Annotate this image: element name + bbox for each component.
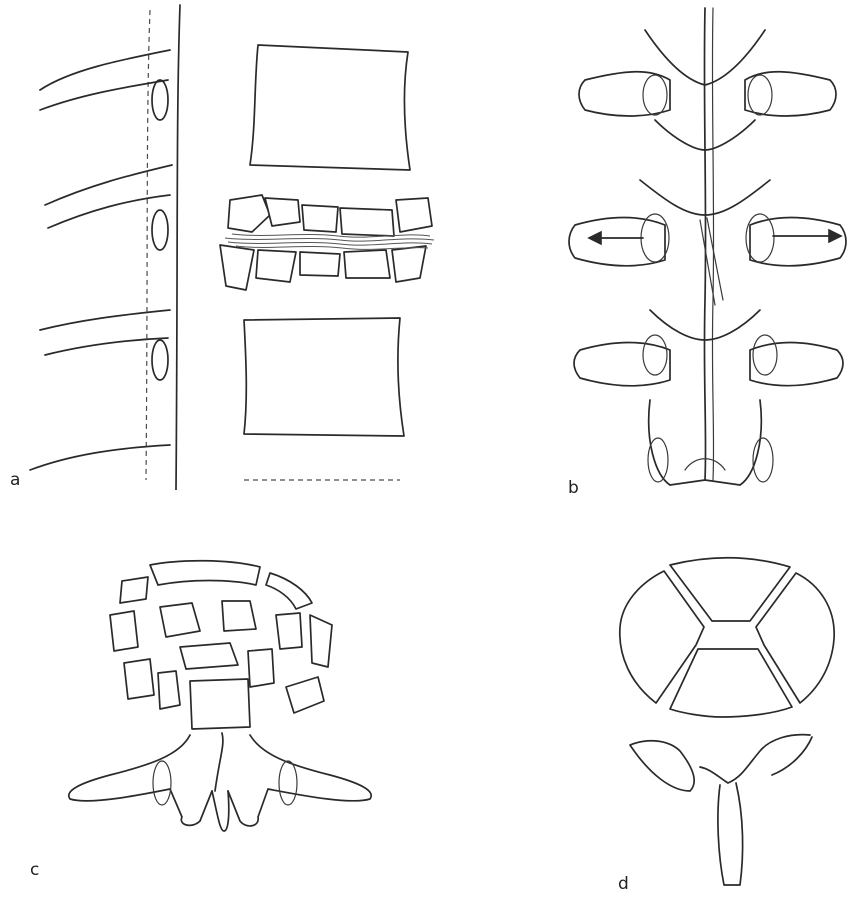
burst-fracture-fragments <box>220 195 434 290</box>
comminuted-body-fragments <box>110 561 332 729</box>
panel-label-d: d <box>618 874 629 894</box>
panel-label-b: b <box>568 478 579 498</box>
panel-b-posterior-view <box>555 0 860 500</box>
panel-d-axial-split <box>600 555 845 895</box>
widening-arrows <box>589 230 841 244</box>
panel-label-c: c <box>30 860 39 880</box>
panel-c-axial-comminuted <box>50 555 390 835</box>
panel-label-a: a <box>10 470 20 490</box>
split-body-fragments <box>620 558 834 717</box>
panel-a-lateral-view <box>0 0 440 490</box>
